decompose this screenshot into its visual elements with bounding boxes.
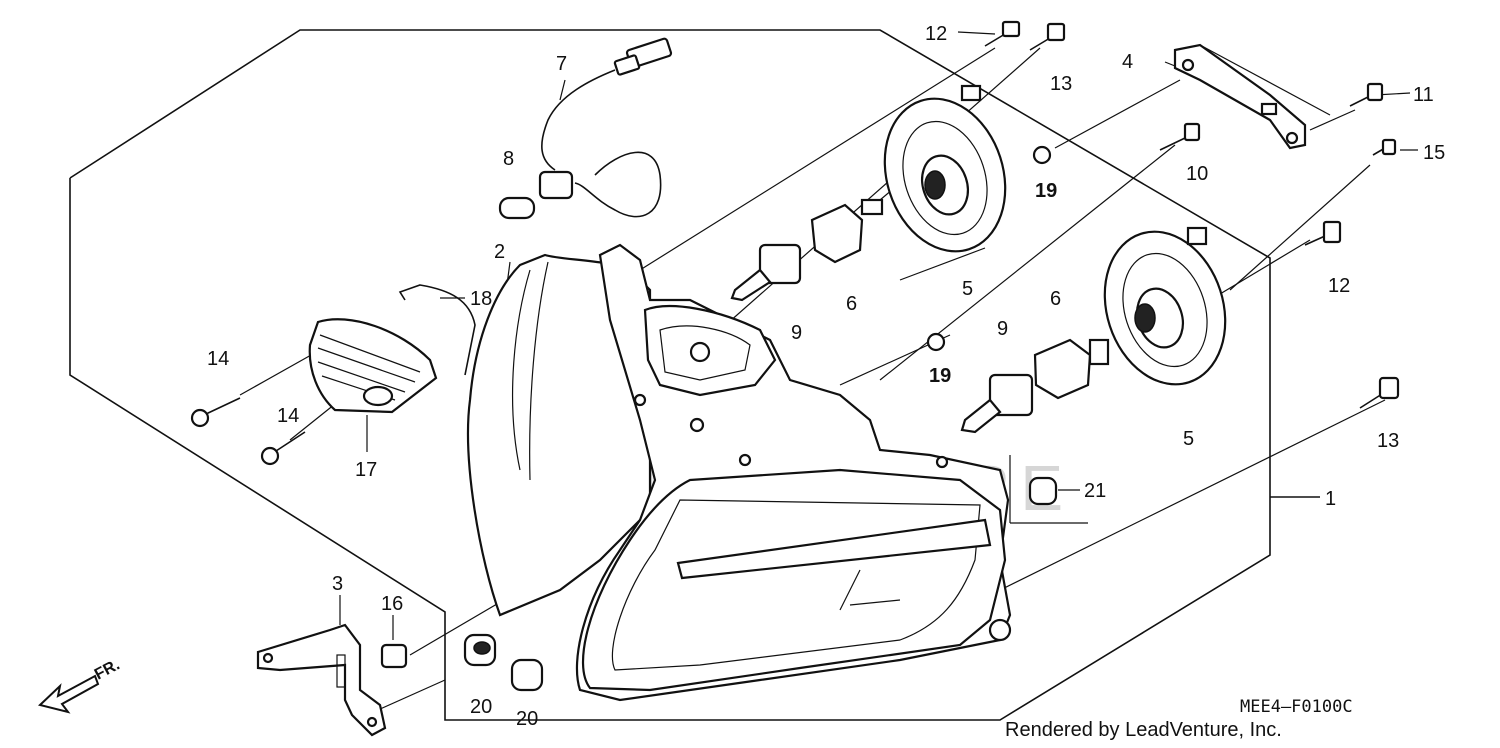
callout-1: 1 <box>1325 488 1336 510</box>
callout-16: 16 <box>381 593 403 615</box>
headlight-lens-part <box>582 468 1012 692</box>
bracket-plate-part <box>1173 43 1307 150</box>
callout-9-upper: 9 <box>791 322 802 344</box>
callout-15: 15 <box>1423 142 1445 164</box>
screw-part-10 <box>1159 122 1201 151</box>
socket-cover-part-upper <box>883 84 1007 253</box>
callout-20-right: 20 <box>516 708 538 730</box>
callout-9-lower: 9 <box>997 318 1008 340</box>
collar-part-20a <box>463 633 497 667</box>
collar-part-20b <box>510 658 544 692</box>
bulb-socket-part-lower <box>1033 338 1110 400</box>
side-lens-part <box>308 318 438 414</box>
callout-17: 17 <box>355 459 377 481</box>
callout-2: 2 <box>494 241 505 263</box>
nut-part-16 <box>380 643 408 669</box>
callout-6-lower: 6 <box>1050 288 1061 310</box>
callout-13-upper: 13 <box>1050 73 1072 95</box>
callout-labels: 1 2 3 4 5 5 6 6 7 8 9 9 10 11 12 12 13 1… <box>207 23 1445 730</box>
diagram-code: MEE4—F0100C <box>1240 697 1353 717</box>
callout-13-lower: 13 <box>1377 430 1399 452</box>
screw-part-13b <box>1359 376 1400 409</box>
callout-5-upper: 5 <box>962 278 973 300</box>
screw-part-14b <box>260 431 306 466</box>
housing-side-part <box>467 253 652 617</box>
callout-5-lower: 5 <box>1183 428 1194 450</box>
callout-14-upper: 14 <box>207 348 229 370</box>
callout-12-upper: 12 <box>925 23 947 45</box>
callout-7: 7 <box>556 53 567 75</box>
callout-8: 8 <box>503 148 514 170</box>
callout-11: 11 <box>1413 84 1434 106</box>
screw-part-12b <box>1304 220 1342 246</box>
callout-21: 21 <box>1084 480 1106 502</box>
seal-strip-part <box>398 284 476 376</box>
headlight-bulb-part-upper <box>730 243 802 302</box>
front-arrow-icon <box>37 674 100 714</box>
socket-cover-part-lower <box>1103 226 1227 386</box>
assembly-boundary <box>69 29 1320 721</box>
grommet-part-19a <box>1032 145 1052 165</box>
credit-line: Rendered by LeadVenture, Inc. <box>1005 719 1282 741</box>
screw-part-11 <box>1349 82 1384 107</box>
callout-19-upper: 19 <box>1035 180 1057 202</box>
screw-part-12a <box>984 20 1021 47</box>
callout-12-lower: 12 <box>1328 275 1350 297</box>
callout-18: 18 <box>470 288 492 310</box>
callout-3: 3 <box>332 573 343 595</box>
small-bulb-part <box>498 196 536 220</box>
callout-4: 4 <box>1122 51 1133 73</box>
screw-part-14a <box>190 397 241 428</box>
headlight-bulb-part-lower <box>960 373 1034 434</box>
collar-part-21 <box>1028 476 1058 506</box>
callout-14-lower: 14 <box>277 405 299 427</box>
callout-10: 10 <box>1186 163 1208 185</box>
callout-19-lower: 19 <box>929 365 951 387</box>
bulb-socket-part-upper <box>810 198 884 264</box>
callout-6-upper: 6 <box>846 293 857 315</box>
screw-part-13a <box>1029 22 1066 51</box>
grommet-part-19b <box>926 332 946 352</box>
wiring-harness-part <box>538 37 673 218</box>
callout-20-left: 20 <box>470 696 492 718</box>
screw-part-15 <box>1372 138 1397 156</box>
mounting-bracket-part <box>256 623 387 737</box>
